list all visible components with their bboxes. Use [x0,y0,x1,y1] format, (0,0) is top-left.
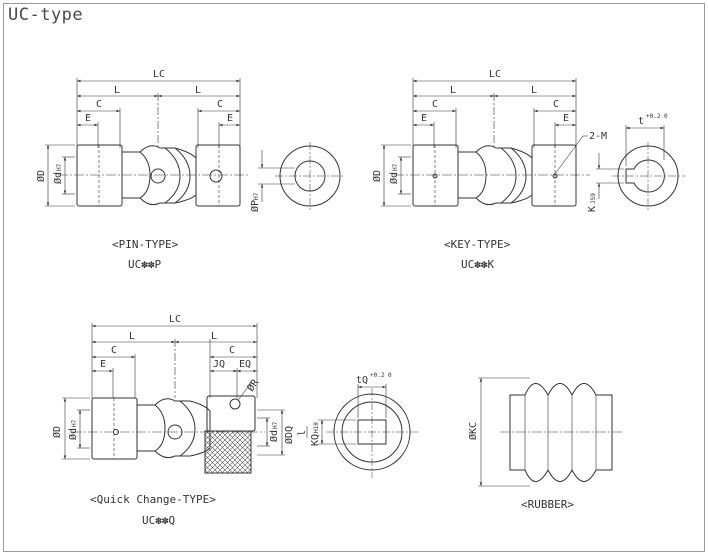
pin-dim-c-left: C [96,99,102,110]
pin-dia-bore: Ød [52,172,64,184]
pin-dim-lc: LC [153,69,165,80]
pin-dim-e-right: E [227,113,233,124]
quick-bore-tol: H7 [71,419,78,427]
quick-dia-bore: Ød [67,428,79,440]
pin-dim-l-left: L [114,85,120,96]
pin-type-drawing [45,78,345,210]
quick-dim-lc: LC [169,314,181,325]
quick-dim-e-left: E [100,359,106,370]
key-type-drawing [381,78,685,210]
quick-dim-c-right: C [229,345,235,356]
quick-dia-dq: ØDQ [283,426,295,444]
quick-dim-l-left: L [129,331,135,342]
pin-type-caption: <PIN-TYPE> [112,238,179,251]
pin-dim-c-right: C [217,99,223,110]
quick-dim-r: ØR [245,376,262,394]
key-type-labels: LC L L C C E E 2-M ØD Ød H7 t +0.2 0 K J… [371,69,668,271]
quick-section-tq-tol: +0.2 0 [370,372,392,379]
key-keyway-t-tol: +0.2 0 [646,113,668,120]
rubber-labels: ØKC <RUBBER> [467,422,574,511]
page-title: UC-type [8,5,84,25]
quick-section-tq: tQ [356,375,368,386]
key-keyway-k-tol: JS9 [590,193,597,204]
key-keyway-t: t [638,116,644,127]
quick-section-kq-tol: H10 [313,422,320,433]
pin-dim-l-right: L [195,85,201,96]
key-dim-l-left: L [450,85,456,96]
quick-type-labels: LC L L C C E JQ EQ ØR ØD Ød H7 ØDQ Ød H7… [51,314,392,527]
rubber-dia-kc: ØKC [467,422,479,440]
quick-dim-c-left: C [111,345,117,356]
pin-bore-tol: H7 [56,163,63,171]
key-type-model: UC✽✽K [461,258,494,271]
quick-dia-bore-r: Ød [268,430,280,442]
pin-type-model: UC✽✽P [128,258,161,271]
quick-dim-l-right: L [211,331,217,342]
quick-type-model: UC✽✽Q [142,514,175,527]
key-type-caption: <KEY-TYPE> [444,238,511,251]
key-dim-c-left: C [432,99,438,110]
pin-dim-e-left: E [85,113,91,124]
key-dia-d: ØD [371,170,383,182]
rubber-drawing [478,377,622,487]
key-dia-bore: Ød [388,172,400,184]
key-dim-lc: LC [489,69,501,80]
quick-type-drawing [62,323,420,478]
pin-type-labels: LC L L C C E E ØD Ød H7 ØP H7 <PIN-TYPE>… [35,69,261,271]
key-dim-c-right: C [553,99,559,110]
pin-dia-d: ØD [35,170,47,182]
key-dim-e-left: E [421,113,427,124]
pin-p-tol: H7 [253,192,260,200]
drawing-frame [3,3,705,552]
quick-type-caption: <Quick Change-TYPE> [90,493,216,506]
quick-section-kq: KQ [310,434,321,446]
quick-section-l: l [297,430,308,436]
quick-dia-d: ØD [51,426,63,438]
quick-dim-eq: EQ [239,359,251,370]
key-keyway-k: K [587,206,598,212]
key-dim-l-right: L [531,85,537,96]
pin-dia-p: ØP [249,200,261,212]
key-bore-tol: H7 [392,163,399,171]
quick-bore-tol-r: H7 [272,421,279,429]
quick-dim-jq: JQ [213,359,225,370]
rubber-caption: <RUBBER> [521,498,574,511]
key-screw-label: 2-M [589,131,607,142]
key-dim-e-right: E [563,113,569,124]
